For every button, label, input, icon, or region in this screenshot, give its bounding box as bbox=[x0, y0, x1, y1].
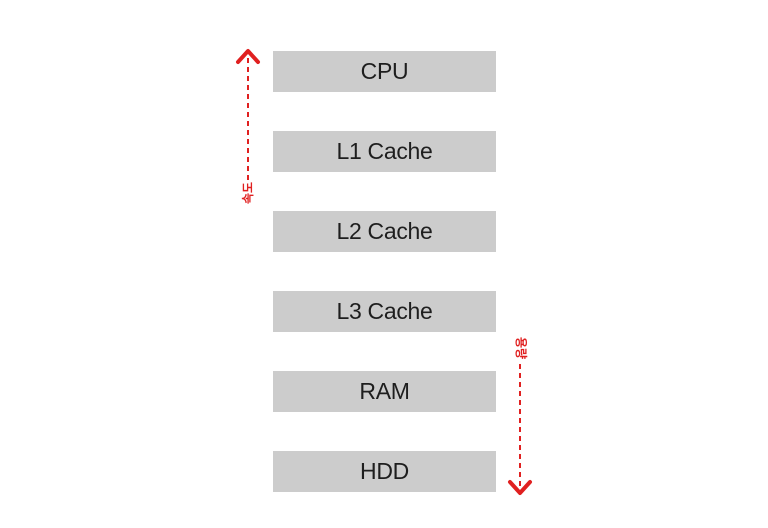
capacity-arrow-head bbox=[508, 480, 532, 495]
level-l2-cache: L2 Cache bbox=[273, 211, 496, 252]
capacity-label: 용량 bbox=[514, 336, 528, 360]
speed-label: 속도 bbox=[241, 181, 255, 205]
level-l1-cache: L1 Cache bbox=[273, 131, 496, 172]
level-cpu: CPU bbox=[273, 51, 496, 92]
level-l3-cache: L3 Cache bbox=[273, 291, 496, 332]
level-hdd: HDD bbox=[273, 451, 496, 492]
level-ram: RAM bbox=[273, 371, 496, 412]
speed-arrow-head bbox=[236, 49, 260, 64]
